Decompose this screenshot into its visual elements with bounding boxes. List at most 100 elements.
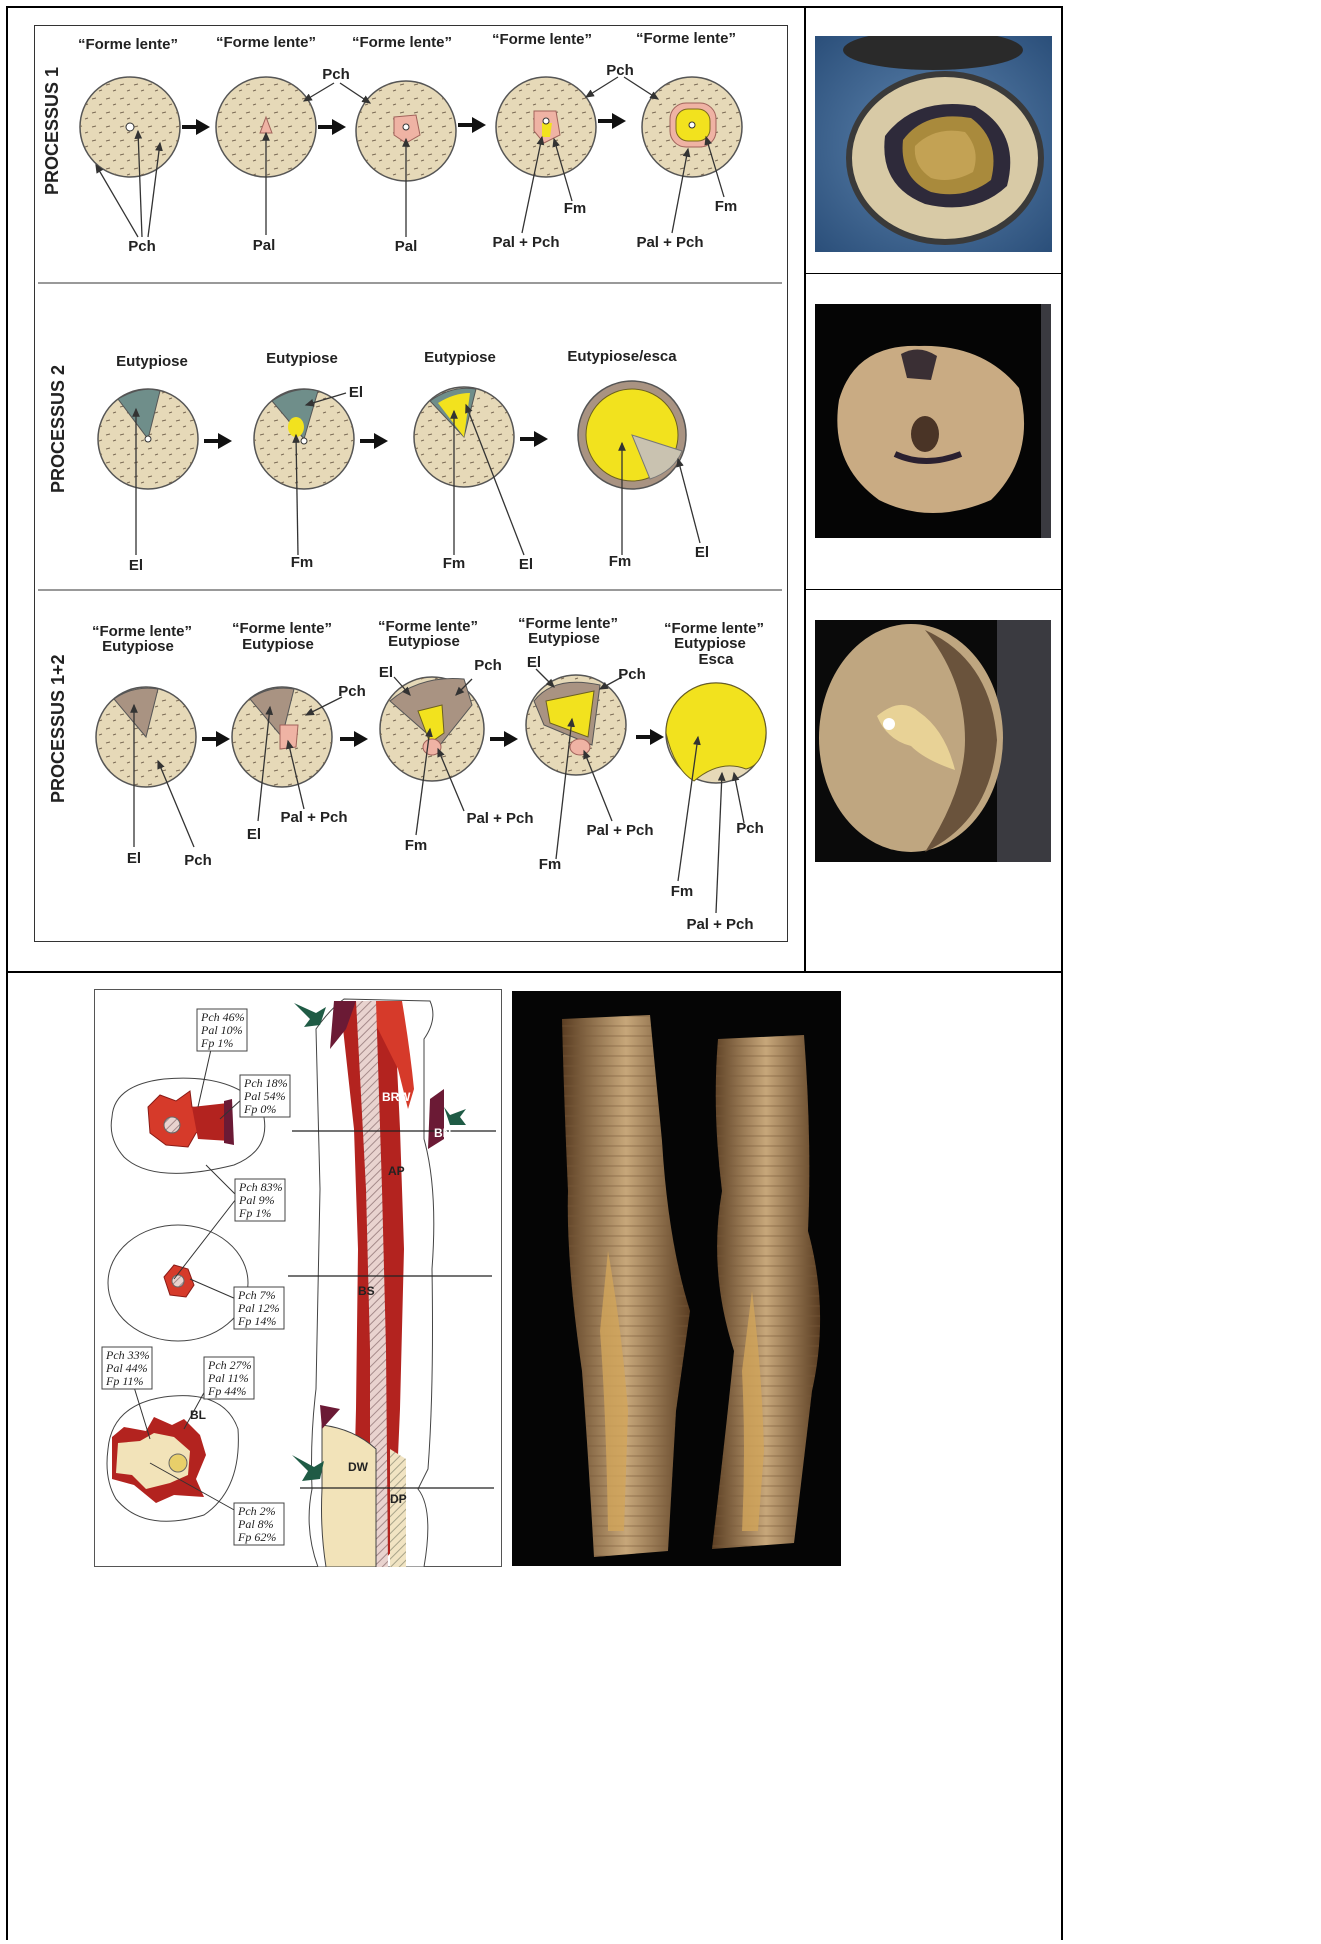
- p12-label-palpch-3: Pal + Pch: [466, 810, 533, 827]
- pct-box-5: Pch 33% Pal 44% Fp 11%: [102, 1347, 152, 1389]
- label-bl: BL: [190, 1408, 206, 1422]
- pct-box-2: Pch 18% Pal 54% Fp 0%: [240, 1075, 290, 1117]
- pct-box-3: Pch 83% Pal 9% Fp 1%: [235, 1179, 285, 1221]
- pct-box-7: Pch 2% Pal 8% Fp 62%: [234, 1503, 284, 1545]
- p2-title-4: Eutypiose/esca: [567, 348, 677, 365]
- svg-text:Pch 46%: Pch 46%: [200, 1010, 245, 1024]
- pct-box-6: Pch 27% Pal 11% Fp 44%: [204, 1357, 254, 1399]
- p12-disc-1: [96, 687, 196, 787]
- process12-label: PROCESSUS 1+2: [48, 654, 68, 803]
- p12-disc-5: [666, 683, 766, 783]
- p12-label-el-2: El: [247, 826, 261, 843]
- svg-text:Pch 7%: Pch 7%: [237, 1288, 276, 1302]
- p12-title-5b: Eutypiose: [674, 635, 746, 652]
- frame-right: [1061, 6, 1063, 1940]
- p12-title-4b: Eutypiose: [528, 630, 600, 647]
- frame-col-divider: [804, 6, 806, 972]
- svg-text:Fp 1%: Fp 1%: [238, 1206, 271, 1220]
- p2-label-fm-2: Fm: [291, 554, 314, 571]
- svg-text:Pch 83%: Pch 83%: [238, 1180, 283, 1194]
- process1-label: PROCESSUS 1: [42, 67, 62, 195]
- p12-disc-4: [526, 675, 626, 775]
- label-ap: AP: [388, 1164, 405, 1178]
- p1-disc-4: [496, 77, 596, 177]
- p12-disc-3: [380, 677, 484, 781]
- p12-title-1b: Eutypiose: [102, 638, 174, 655]
- p1-label-fm-4: Fm: [564, 200, 587, 217]
- label-bs: BS: [358, 1284, 375, 1298]
- svg-text:Pal 11%: Pal 11%: [207, 1371, 249, 1385]
- p12-title-3b: Eutypiose: [388, 633, 460, 650]
- frame-top: [6, 6, 1063, 8]
- p1-disc-1: [80, 77, 180, 177]
- p12-label-el-1: El: [127, 850, 141, 867]
- svg-text:Pal 12%: Pal 12%: [237, 1301, 280, 1315]
- p1-label-palpch-5: Pal + Pch: [636, 234, 703, 251]
- frame-left: [6, 6, 8, 1940]
- p1-title-1: “Forme lente”: [78, 36, 178, 53]
- svg-text:Pal 8%: Pal 8%: [237, 1517, 274, 1531]
- p2-label-fm-3: Fm: [443, 555, 466, 572]
- p1-label-pch-top-a: Pch: [322, 66, 350, 83]
- svg-text:Fp 11%: Fp 11%: [105, 1374, 143, 1388]
- p1-label-fm-5: Fm: [715, 198, 738, 215]
- svg-text:Pch 2%: Pch 2%: [237, 1504, 276, 1518]
- label-dw: DW: [348, 1460, 369, 1474]
- p1-label-pch-top-b: Pch: [606, 62, 634, 79]
- svg-text:Fp 62%: Fp 62%: [237, 1530, 276, 1544]
- p2-label-el-4: El: [695, 544, 709, 561]
- p12-title-2b: Eutypiose: [242, 636, 314, 653]
- p12-label-fm-3: Fm: [405, 837, 428, 854]
- svg-text:Pch 18%: Pch 18%: [243, 1076, 288, 1090]
- svg-text:Pal 9%: Pal 9%: [238, 1193, 275, 1207]
- process2-label: PROCESSUS 2: [48, 365, 68, 493]
- pct-box-1: Pch 46% Pal 10% Fp 1%: [197, 1009, 247, 1051]
- p2-title-1: Eutypiose: [116, 353, 188, 370]
- p2-label-el-2: El: [349, 384, 363, 401]
- label-dp: DP: [390, 1492, 407, 1506]
- label-bn: BN: [434, 1126, 451, 1140]
- p2-title-2: Eutypiose: [266, 350, 338, 367]
- p2-disc-4: [578, 381, 686, 489]
- cross-section-2: [108, 1225, 248, 1341]
- photo-trunk-section-1: [815, 36, 1052, 252]
- frame-photo-divider-1: [804, 273, 1063, 274]
- p2-label-el-1: El: [129, 557, 143, 574]
- p12-title-5c: Esca: [698, 651, 734, 668]
- process-schematic: PROCESSUS 1 “Forme lente” “Forme lente” …: [34, 25, 788, 942]
- svg-text:Fp 0%: Fp 0%: [243, 1102, 276, 1116]
- svg-text:Pch 27%: Pch 27%: [207, 1358, 252, 1372]
- p1-label-pal-2: Pal: [253, 237, 276, 254]
- photo-trunk-section-3: [815, 620, 1051, 862]
- p12-label-pch-5: Pch: [736, 820, 764, 837]
- p12-label-fm-4: Fm: [539, 856, 562, 873]
- p12-label-pch-2: Pch: [338, 683, 366, 700]
- p1-title-3: “Forme lente”: [352, 34, 452, 51]
- label-brw: BRW: [382, 1090, 411, 1104]
- p12-label-pch-1: Pch: [184, 852, 212, 869]
- p1-title-4: “Forme lente”: [492, 31, 592, 48]
- p1-disc-5: [642, 77, 742, 177]
- p12-title-2a: “Forme lente”: [232, 620, 332, 637]
- p2-disc-1: [98, 389, 198, 489]
- p12-label-palpch-4: Pal + Pch: [586, 822, 653, 839]
- p12-label-el-3: El: [379, 664, 393, 681]
- p1-label-pal-3: Pal: [395, 238, 418, 255]
- svg-text:Pal 44%: Pal 44%: [105, 1361, 148, 1375]
- svg-text:Pal 10%: Pal 10%: [200, 1023, 243, 1037]
- svg-text:Fp 14%: Fp 14%: [237, 1314, 276, 1328]
- p1-label-palpch-4: Pal + Pch: [492, 234, 559, 251]
- frame-row-divider: [6, 971, 1063, 973]
- p12-label-palpch-2: Pal + Pch: [280, 809, 347, 826]
- p2-disc-2: [254, 389, 354, 489]
- p2-title-3: Eutypiose: [424, 349, 496, 366]
- svg-text:Fp 44%: Fp 44%: [207, 1384, 246, 1398]
- photo-split-trunk: [512, 991, 841, 1566]
- p2-disc-3: [414, 387, 514, 487]
- p2-label-fm-4: Fm: [609, 553, 632, 570]
- p12-disc-2: [232, 687, 332, 787]
- svg-text:Pal 54%: Pal 54%: [243, 1089, 286, 1103]
- p1-title-2: “Forme lente”: [216, 34, 316, 51]
- p1-label-pch: Pch: [128, 238, 156, 255]
- trunk-longitudinal-diagram: Pch 46% Pal 10% Fp 1% Pch 18% Pal 54% Fp…: [94, 989, 502, 1567]
